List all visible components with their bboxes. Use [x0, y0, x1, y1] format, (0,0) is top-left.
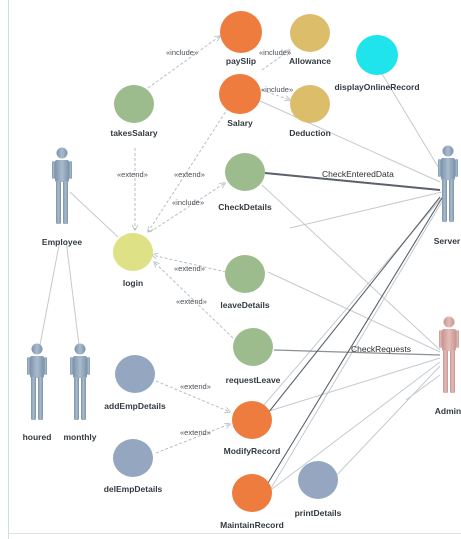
use-cases: paySlip Allowance Salary Deduction displ…	[104, 11, 420, 530]
line-check-requests	[273, 349, 441, 356]
label-extend-request: «extend»	[176, 297, 207, 306]
dep-salary-login	[148, 107, 229, 232]
dep-salary-allowance	[261, 50, 290, 71]
use-case-check-details[interactable]: CheckDetails	[218, 153, 272, 212]
actor-houred[interactable]: houred	[23, 343, 52, 443]
dep-request-login	[154, 262, 234, 339]
line-server-modify-dark	[263, 196, 441, 419]
use-case-print-details[interactable]: printDetails	[295, 461, 342, 518]
use-case-deduction[interactable]: Deduction	[289, 85, 331, 138]
use-case-modify-record[interactable]: ModifyRecord	[224, 401, 281, 456]
label-extend-del: «extend»	[180, 428, 211, 437]
frame-bottom-border	[8, 533, 461, 534]
dep-login-check	[149, 183, 225, 233]
label-extend-add: «extend»	[180, 382, 211, 391]
assoc-admin-print	[333, 365, 441, 479]
actor-houred-label: houred	[23, 432, 52, 442]
actor-admin[interactable]: Admin	[435, 316, 461, 417]
label-include-allowance: «include»	[259, 48, 291, 57]
dependency-lines	[135, 36, 290, 454]
dep-takes-payslip	[147, 36, 220, 89]
use-case-request-leave[interactable]: requestLeave	[226, 328, 281, 385]
use-case-login[interactable]: login	[113, 233, 153, 288]
use-case-display-online-record-label: displayOnlineRecord	[334, 82, 419, 92]
actor-monthly[interactable]: monthly	[63, 343, 97, 443]
assoc-admin-maintain	[267, 361, 441, 493]
generalization-monthly	[65, 239, 80, 346]
use-case-maintain-record-label: MaintainRecord	[220, 520, 284, 530]
use-case-modify-record-label: ModifyRecord	[224, 446, 281, 456]
use-case-print-details-label: printDetails	[295, 508, 342, 518]
assoc-employee-login	[69, 191, 119, 238]
dep-del-modify	[155, 424, 230, 454]
assoc-server-login-side	[289, 191, 443, 229]
use-case-maintain-record[interactable]: MaintainRecord	[220, 474, 284, 530]
label-extend-check: «extend»	[174, 170, 205, 179]
label-include-payslip: «include»	[166, 48, 198, 57]
label-check-entered-data: CheckEnteredData	[322, 169, 394, 179]
use-case-leave-details-label: leaveDetails	[220, 300, 269, 310]
assoc-server-display	[380, 71, 441, 171]
relation-labels: «include» «include» «include» «extend» «…	[117, 48, 411, 437]
frame-left-border	[8, 0, 9, 539]
use-case-check-details-label: CheckDetails	[218, 202, 272, 212]
use-case-del-emp-details-label: delEmpDetails	[104, 484, 163, 494]
use-case-request-leave-label: requestLeave	[226, 375, 281, 385]
use-case-leave-details[interactable]: leaveDetails	[220, 255, 270, 310]
use-case-allowance-label: Allowance	[289, 56, 331, 66]
actor-employee[interactable]: Employee	[42, 147, 82, 248]
use-case-allowance[interactable]: Allowance	[289, 14, 331, 66]
dep-add-modify	[155, 380, 230, 412]
assoc-admin-extra	[405, 374, 441, 401]
emphasized-lines	[263, 172, 443, 484]
label-include-deduction: «include»	[261, 85, 293, 94]
assoc-server-salary	[257, 99, 441, 183]
line-check-entered-data	[264, 172, 441, 191]
dep-leave-login	[152, 255, 227, 273]
use-case-display-online-record[interactable]: displayOnlineRecord	[334, 35, 420, 92]
use-case-login-label: login	[123, 278, 143, 288]
association-lines	[39, 71, 447, 493]
use-case-takes-salary-label: takesSalary	[110, 128, 158, 138]
use-case-takes-salary[interactable]: takesSalary	[110, 85, 158, 138]
use-case-add-emp-details[interactable]: addEmpDetails	[104, 355, 166, 411]
actor-admin-label: Admin	[435, 406, 461, 416]
actor-monthly-label: monthly	[63, 432, 96, 442]
actors: Employee houred monthly	[23, 145, 461, 443]
assoc-admin-check	[261, 184, 441, 351]
use-case-salary-label: Salary	[227, 118, 253, 128]
assoc-admin-modify	[265, 357, 441, 413]
use-case-payslip-label: paySlip	[226, 56, 256, 66]
use-case-del-emp-details[interactable]: delEmpDetails	[104, 439, 163, 494]
assoc-admin-leave	[267, 271, 441, 353]
line-server-maintain-dark	[267, 197, 443, 484]
generalization-houred	[39, 239, 61, 346]
assoc-server-maintain	[269, 194, 447, 491]
actor-server-label: Server	[434, 236, 461, 246]
label-extend-takes: «extend»	[117, 170, 148, 179]
actor-employee-label: Employee	[42, 237, 82, 247]
use-case-salary[interactable]: Salary	[219, 74, 261, 128]
use-case-payslip[interactable]: paySlip	[220, 11, 262, 66]
label-check-requests: CheckRequests	[351, 344, 411, 354]
use-case-add-emp-details-label: addEmpDetails	[104, 401, 166, 411]
label-include-check: «include»	[172, 198, 204, 207]
use-case-deduction-label: Deduction	[289, 128, 331, 138]
label-extend-leave: «extend»	[174, 264, 205, 273]
actor-server[interactable]: Server	[434, 145, 461, 247]
